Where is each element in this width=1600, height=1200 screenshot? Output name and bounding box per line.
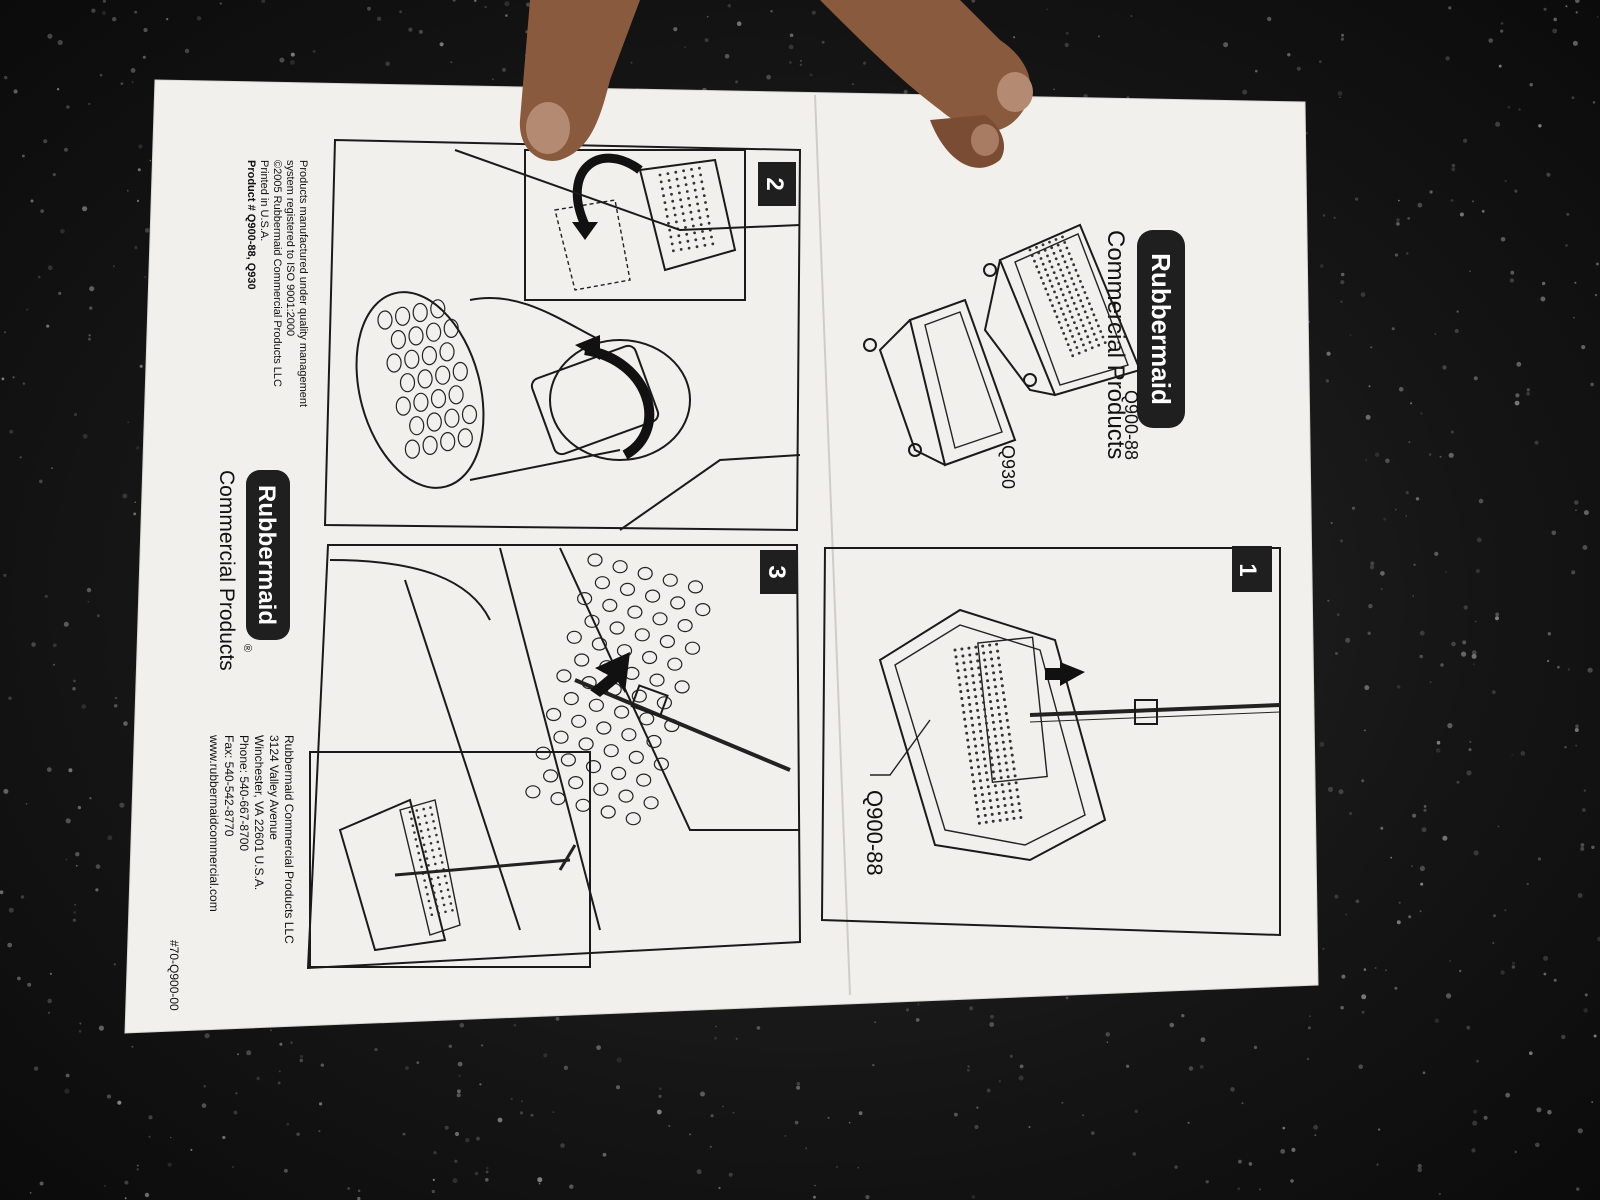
brand-header: Rubbermaid Commercial Products <box>1102 230 1185 459</box>
footer-brand: Rubbermaid ® Commercial Products <box>215 470 290 671</box>
step-2-illustration <box>355 149 801 531</box>
step-2-number: 2 <box>761 177 788 190</box>
address-line-1: Rubbermaid Commercial Products LLC <box>282 735 296 944</box>
quality-line-1: Products manufactured under quality mana… <box>297 160 309 407</box>
footer-logo: Rubbermaid <box>253 485 280 625</box>
step-1-badge <box>1232 546 1272 592</box>
step-2-badge <box>758 162 796 206</box>
step-3-badge <box>760 550 798 594</box>
footer-logo-badge <box>246 470 290 640</box>
step-3-panel <box>306 544 802 970</box>
part-number: #70-Q900-00 <box>167 940 181 1011</box>
step-1-panel <box>820 547 1281 937</box>
curved-arrow-icon <box>572 153 643 227</box>
website-link: www.rubbermaidcommercial.com <box>207 734 221 912</box>
step-2-inset <box>524 149 746 301</box>
step-2-inset-buckets <box>554 158 737 291</box>
commercial-products-label: Commercial Products <box>1102 230 1129 459</box>
step-3-number: 3 <box>763 565 790 578</box>
address-line-4: Phone: 540-667-8700 <box>237 735 251 851</box>
curved-arrow-icon-2 <box>584 345 655 460</box>
rubbermaid-logo: Rubbermaid <box>1146 253 1176 405</box>
step-1-model-label: Q900-88 <box>862 790 887 876</box>
quality-line-3: ©2005 Rubbermaid Commercial Products LLC <box>271 160 283 387</box>
step-3-inset-bucket <box>338 798 577 952</box>
address-line-5: Fax: 540-542-8770 <box>222 735 236 837</box>
overview-model-b: Q930 <box>998 445 1018 489</box>
address-line-2: 3124 Valley Avenue <box>267 735 281 840</box>
footer-division: Commercial Products <box>215 470 238 671</box>
overview-model-a: Q900-88 <box>1121 390 1141 460</box>
registered-mark: ® <box>241 644 253 652</box>
step-2-panel <box>323 138 802 532</box>
quality-line-5: Product # Q900-88, Q930 <box>245 160 257 290</box>
rubbermaid-logo-badge <box>1137 230 1185 428</box>
push-arrow-icon-2 <box>590 652 630 697</box>
hand <box>519 0 1033 168</box>
quality-note: Products manufactured under quality mana… <box>245 160 309 407</box>
address-line-3: Winchester, VA 22601 U.S.A. <box>252 735 266 890</box>
step-3-inset <box>309 751 591 968</box>
quality-line-4: Printed in U.S.A. <box>258 160 270 241</box>
curved-arrow-head-2 <box>575 335 600 360</box>
step-1-illustration <box>878 608 1281 862</box>
step-3-illustration <box>329 547 800 931</box>
paper-fold <box>814 94 851 996</box>
step-1-number: 1 <box>1234 563 1261 576</box>
company-address: Rubbermaid Commercial Products LLC 3124 … <box>207 734 296 944</box>
overview-bucket-q930 <box>863 298 1017 467</box>
push-arrow-icon <box>1045 662 1085 686</box>
quality-line-2: system registered to ISO 9001:2000 <box>284 160 296 336</box>
overview-bucket-q900 <box>983 223 1142 397</box>
curved-arrow-head <box>572 222 598 240</box>
